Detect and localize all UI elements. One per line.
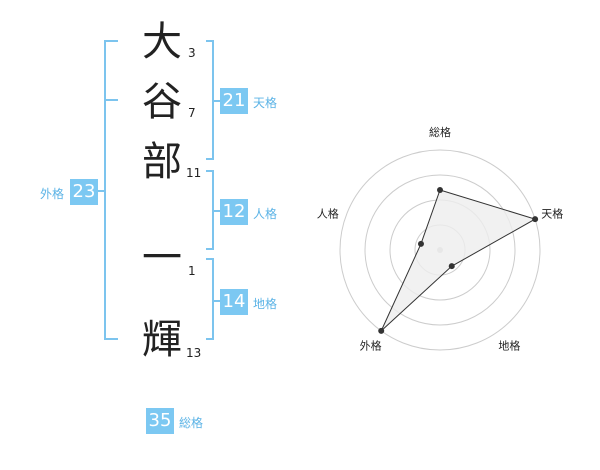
stroke-count-3: 11 [186, 166, 202, 180]
soukaku-label: 総格 [179, 416, 204, 430]
jinkaku-bracket-pointer [212, 210, 220, 212]
gaikaku-label: 外格 [40, 187, 65, 201]
radar-axis-label-4: 外格 [360, 338, 382, 352]
name-char-2: 谷 [142, 79, 182, 125]
radar-points [378, 187, 539, 334]
tenkaku-value-badge: 21 [220, 88, 248, 114]
jinkaku-label: 人格 [253, 207, 278, 221]
radar-point-2 [532, 216, 539, 223]
chikaku-value-badge: 14 [220, 289, 248, 315]
radar-point-4 [378, 327, 385, 334]
radar-point-3 [448, 263, 455, 270]
stroke-count-1: 3 [188, 46, 196, 60]
radar-axis-label-3: 地格 [498, 338, 520, 352]
chikaku-bracket-pointer [212, 300, 220, 302]
gaikaku-value-badge: 23 [70, 179, 98, 205]
radar-ring [339, 149, 541, 351]
name-char-4: 一 [142, 235, 182, 281]
stroke-count-5: 13 [186, 346, 202, 360]
tenkaku-label: 天格 [253, 96, 278, 110]
tenkaku-bracket-pointer [212, 100, 220, 102]
radar-point-1 [437, 187, 443, 193]
radar-axis-label-2: 天格 [541, 207, 563, 221]
radar-axis-label-1: 総格 [429, 125, 451, 139]
gaikaku-bracket-tick [104, 99, 118, 101]
gaikaku-bracket-pointer [96, 190, 106, 192]
radar-ring [364, 174, 516, 326]
stroke-count-2: 7 [188, 106, 196, 120]
name-char-5: 輝 [142, 317, 182, 363]
name-char-1: 大 [142, 19, 182, 65]
chikaku-bracket [206, 258, 214, 340]
radar-point-5 [417, 240, 424, 247]
chikaku-label: 地格 [253, 297, 278, 311]
jinkaku-value-badge: 12 [220, 199, 248, 225]
radar-shape [380, 189, 537, 332]
name-char-3: 部 [142, 139, 182, 185]
soukaku-value-badge: 35 [146, 408, 174, 434]
stroke-count-4: 1 [188, 264, 196, 278]
radar-axis-label-5: 人格 [317, 207, 339, 221]
radar-rings [339, 149, 541, 351]
